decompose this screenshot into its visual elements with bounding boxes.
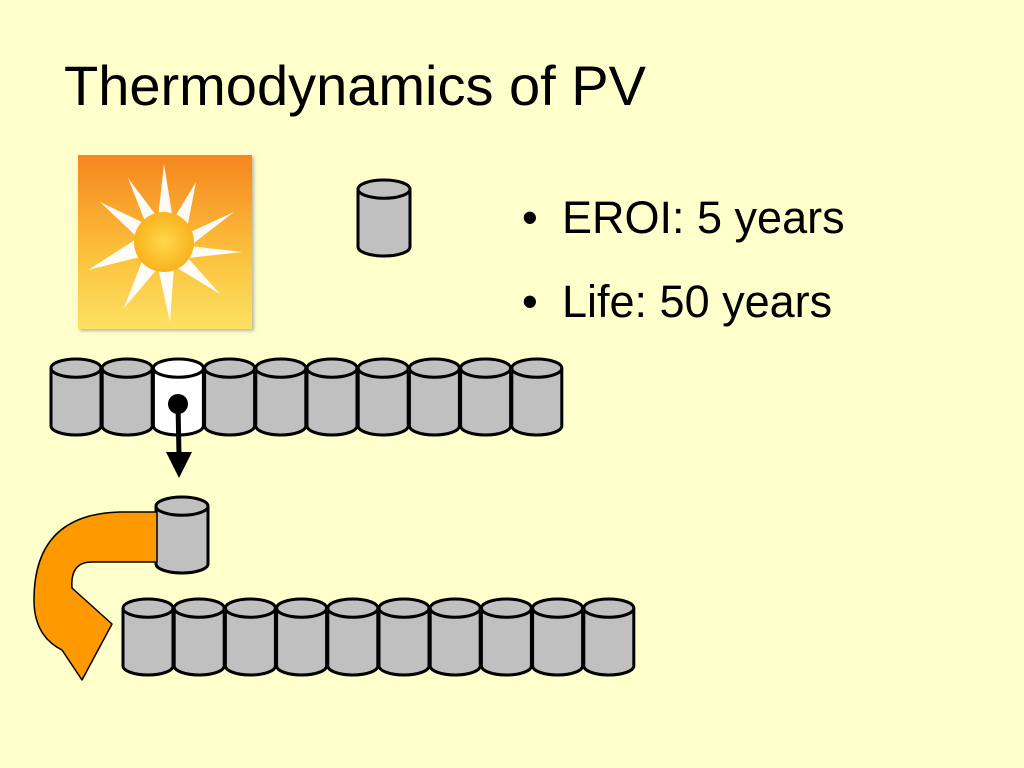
barrel-icon — [254, 357, 308, 437]
barrel-icon — [154, 495, 210, 575]
barrel-icon — [356, 357, 410, 437]
barrel-icon — [356, 178, 412, 258]
bullet-text: EROI: 5 years — [562, 192, 845, 243]
slide-title: Thermodynamics of PV — [64, 54, 646, 117]
bullet-text: Life: 50 years — [562, 276, 833, 327]
barrel-icon — [275, 597, 329, 677]
arrow-down-icon — [166, 394, 192, 478]
barrel-icon — [326, 597, 380, 677]
bullet-item-eroi: • EROI: 5 years — [522, 192, 845, 276]
barrel-icon — [479, 597, 533, 677]
barrel-icon — [428, 597, 482, 677]
barrel-icon — [49, 357, 103, 437]
barrel-icon — [154, 495, 210, 575]
barrel-icon — [510, 357, 564, 437]
sun-icon — [78, 155, 252, 329]
bullet-item-life: • Life: 50 years — [522, 276, 845, 360]
barrel-icon — [100, 357, 154, 437]
curved-arrow-icon — [33, 511, 158, 681]
bullet-list: • EROI: 5 years • Life: 50 years — [522, 192, 845, 360]
barrel-icon — [203, 357, 257, 437]
barrel-icon — [377, 597, 431, 677]
barrel-icon — [223, 597, 277, 677]
barrel-icon — [121, 597, 175, 677]
bullet-dot: • — [522, 276, 538, 327]
barrel-icon — [305, 357, 359, 437]
barrel-icon — [356, 178, 412, 258]
barrel-icon — [531, 597, 585, 677]
barrel-icon — [407, 357, 461, 437]
barrel-icon — [172, 597, 226, 677]
upper-barrel-row — [49, 357, 564, 437]
bullet-dot: • — [522, 192, 538, 243]
barrel-icon — [459, 357, 513, 437]
lower-barrel-row — [121, 597, 636, 677]
barrel-icon — [582, 597, 636, 677]
